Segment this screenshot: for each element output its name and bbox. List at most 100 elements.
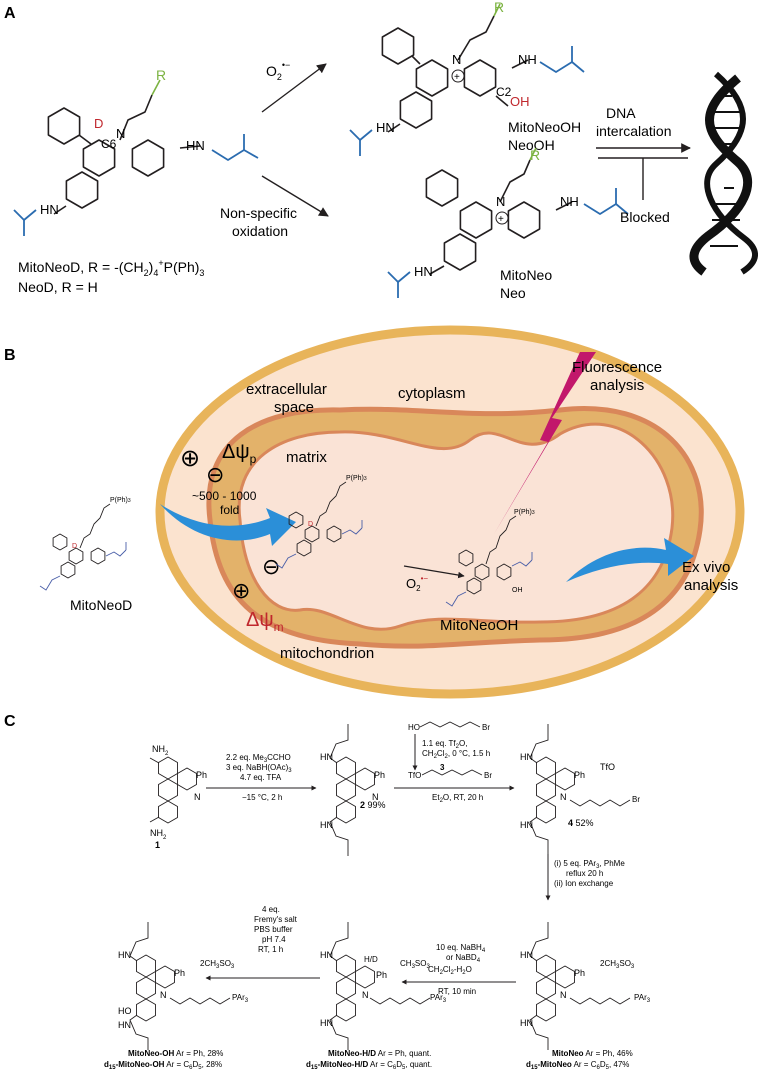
reagent-3-label: 3 (440, 763, 445, 772)
phenyl-label: Ph (376, 970, 387, 980)
br-atom: Br (632, 795, 640, 804)
hn-top: HN (520, 950, 533, 960)
panel-b: B Fluorescence analysis extracellular sp… (4, 325, 745, 699)
delta-psi-m: Δψm (246, 609, 284, 634)
delta-psi-p: Δψp (222, 441, 257, 466)
nh-right: N​H (560, 194, 579, 209)
neod-caption: NeoD, R = H (18, 279, 98, 295)
step5-line1: 4 eq. (262, 905, 280, 914)
nh-right: H​N (186, 138, 205, 153)
mitochondrion-label: mitochondrion (280, 645, 374, 662)
mitoneod-caption: MitoNeoD, R = -(CH2)4+P(Ph)3 (18, 258, 204, 278)
panel-c-label: C (4, 713, 16, 730)
panel-a-label: A (4, 5, 16, 22)
br-label: Br (482, 723, 490, 732)
blocked-label: Blocked (620, 209, 670, 225)
deuterium-atom: D (94, 116, 103, 131)
mitoneod-small-structure: P(Ph)3 D (39, 497, 131, 591)
nh2-bottom: NH2 (150, 828, 167, 841)
hn-bottom: HN (320, 1018, 333, 1028)
step2-line1: 1.1 eq. Tf2O, (422, 739, 467, 750)
step4-line3: CH2Cl2-H2O (428, 965, 472, 976)
par3-label: PAr3 (232, 993, 249, 1004)
step5-line3: PBS buffer (254, 925, 293, 934)
hn-bottom: HN (520, 1018, 533, 1028)
fluorescence-label-1: Fluorescence (572, 359, 662, 376)
nitrogen-atom: N (560, 792, 567, 802)
step4-line4: RT, 10 min (438, 987, 476, 996)
oxidation-arrow (261, 175, 329, 217)
hn-top: HN (320, 950, 333, 960)
mesylate-anion: 2CH3SO3 (600, 959, 635, 970)
step2-line3: Et2O, RT, 20 h (432, 793, 483, 804)
extracellular-label-2: space (274, 399, 314, 416)
par3-label: PAr3 (430, 993, 447, 1004)
hn-top: HN (320, 752, 333, 762)
right-ring (131, 139, 165, 177)
step1-line4: −15 °C, 2 h (242, 793, 282, 802)
nh-right: N​H (518, 52, 537, 67)
hydroxyl-label: OH (512, 587, 523, 594)
step1-line1: 2.2 eq. Me3CCHO (226, 753, 291, 764)
mitoneooh-label: MitoNeoOH (440, 617, 518, 634)
c6-label: C6 (101, 137, 117, 151)
phenyl-label: Ph (174, 968, 185, 978)
compound-1-label: 1 (155, 840, 160, 850)
nonspecific-label-1: Non-specific (220, 205, 297, 221)
uptake-arrow-icon (160, 504, 296, 546)
hydroxyl-label: HO (118, 1006, 132, 1016)
neooh-name: NeoOH (508, 137, 555, 153)
hn-bottom: HN (118, 1020, 131, 1030)
ex-vivo-label-2: analysis (684, 577, 738, 594)
superoxide-label: O2•− (266, 60, 290, 82)
deuterium-atom: D (72, 543, 77, 550)
central-ring (415, 59, 449, 97)
hn-left: HN (376, 120, 395, 135)
step1-line2: 3 eq. NaBH(OAc)3 (226, 763, 292, 774)
step4-line2: or NaBD4 (446, 953, 481, 964)
fold-label-1: ~500 - 1000 (192, 489, 257, 503)
step5-line2: Fremy's salt (254, 915, 298, 924)
panel-a: A D C6 N R HN (4, 0, 758, 301)
nitrogen-atom: N (372, 792, 379, 802)
left-ring (65, 171, 99, 209)
phenyl-label: Ph (196, 770, 207, 780)
neo-name: Neo (500, 285, 526, 301)
mitoneod-label: MitoNeoD (70, 597, 132, 613)
pph3-label: P(Ph)3 (514, 509, 535, 516)
product-mitoneooh-structure: N + C2 OH R N​H HN (349, 0, 585, 156)
mesylate-anion: 2CH3SO3 (200, 959, 235, 970)
plus-sign-plasma: ⊕ (180, 445, 200, 472)
right-ring (507, 201, 541, 239)
phenyl-label: Ph (574, 968, 585, 978)
cytoplasm-label: cytoplasm (398, 385, 466, 402)
step5-line5: RT, 1 h (258, 945, 283, 954)
deuterium-atom: D (308, 521, 313, 528)
extracellular-label-1: extracellular (246, 381, 327, 398)
d15-mitoneo-caption: d15-MitoNeo Ar = C6D5, 47% (526, 1060, 629, 1071)
nitrogen-atom: N (160, 990, 167, 1000)
c2-label: C2 (496, 85, 512, 99)
nonspecific-label-2: oxidation (232, 223, 288, 239)
br-label-2: Br (484, 771, 492, 780)
step3-line2: reflux 20 h (566, 869, 603, 878)
d15-mitoneo-hd-caption: d15-MitoNeo-H/D Ar = C6D5, quant. (306, 1060, 432, 1071)
hd-label: H/D (364, 955, 378, 964)
step4-line1: 10 eq. NaBH4 (436, 943, 486, 954)
ho-label: HO (408, 723, 420, 732)
left-ring (399, 91, 433, 129)
compound-1-structure: NH2 NH2 Ph N (149, 744, 207, 841)
matrix-label: matrix (286, 449, 327, 466)
phenyl-ring (381, 27, 415, 65)
mitoneod-matrix-structure: P(Ph)3 D (275, 475, 367, 569)
superoxide-arrow (261, 63, 327, 113)
triflate-anion: TfO (600, 762, 615, 772)
mitoneo-oh-caption: MitoNeo-OH Ar = Ph, 28% (128, 1049, 223, 1058)
phenyl-ring (47, 107, 81, 145)
left-ring (443, 233, 477, 271)
mitoneo-oh-structure: HN HN HO Ph N PAr3 2CH3SO3 (118, 922, 249, 1050)
dna-helix-icon (689, 71, 758, 276)
step5-line4: pH 7.4 (262, 935, 286, 944)
minus-sign-mito: ⊖ (262, 554, 280, 579)
step3-line1: (i) 5 eq. PAr3, PhMe (554, 859, 625, 870)
